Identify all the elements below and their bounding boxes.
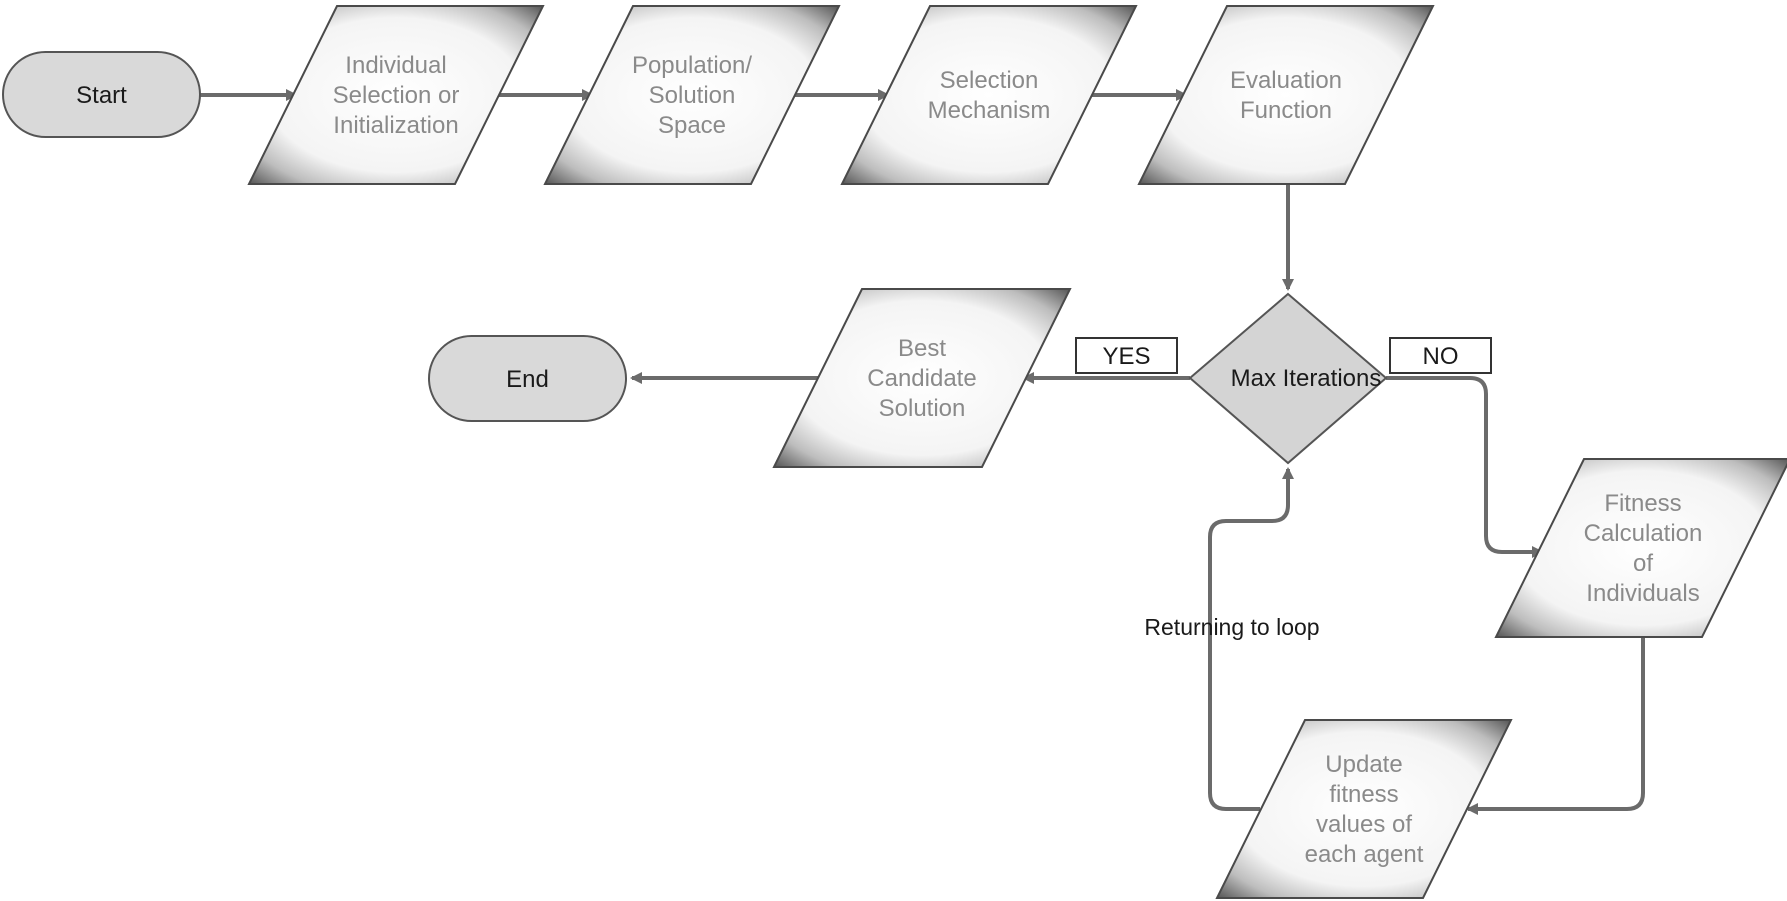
update-fitness-values-label-line: Update <box>1325 751 1402 778</box>
individual-selection-label-line: Individual <box>345 52 446 79</box>
yes-branch-label: YES <box>1075 337 1178 374</box>
no-branch-label: NO <box>1389 337 1492 374</box>
individual-selection-shape <box>247 5 545 185</box>
evaluation-function-label-line: Evaluation <box>1230 67 1342 94</box>
end-shape <box>428 335 627 422</box>
update-fitness-values-label-line: each agent <box>1305 841 1424 868</box>
update-fitness-values-shape <box>1215 719 1513 899</box>
population-solution-space-shape <box>543 5 841 185</box>
yes-label-box <box>1075 337 1178 374</box>
update-fitness-values-node: Update fitness values of each agent <box>1215 719 1513 899</box>
selection-mechanism-label-line: Selection <box>940 67 1039 94</box>
population-solution-space-label-line: Space <box>658 112 726 139</box>
fitness-calculation-label-line: Fitness <box>1604 490 1681 517</box>
end-label: End <box>506 366 549 393</box>
best-candidate-solution-label-line: Solution <box>879 395 966 422</box>
best-candidate-solution-label-line: Candidate <box>867 365 976 392</box>
start-shape <box>2 51 201 138</box>
individual-selection-label-line: Initialization <box>333 112 458 139</box>
start-label: Start <box>76 82 127 109</box>
selection-mechanism-shape <box>840 5 1138 185</box>
decision-label: Max Iterations <box>1231 365 1382 392</box>
fitness-calculation-label-line: Calculation <box>1584 520 1703 547</box>
best-candidate-solution-label-line: Best <box>898 335 946 362</box>
decision-node: Max Iterations <box>1188 292 1388 465</box>
evaluation-function-label-line: Function <box>1240 97 1332 124</box>
evaluation-function-shape <box>1137 5 1435 185</box>
yes-label-text: YES <box>1102 343 1150 370</box>
population-solution-space-label-line: Solution <box>649 82 736 109</box>
population-solution-space-label-line: Population/ <box>632 52 752 79</box>
fitness-calculation-label-line: Individuals <box>1586 580 1699 607</box>
update-fitness-values-label-line: values of <box>1316 811 1412 838</box>
update-fitness-values-label-line: fitness <box>1329 781 1398 808</box>
individual-selection-label-line: Selection or <box>333 82 460 109</box>
no-label-box <box>1389 337 1492 374</box>
no-label-text: NO <box>1423 343 1459 370</box>
start-node: Start <box>2 51 201 138</box>
decision-shape <box>1188 292 1388 465</box>
fitness-calculation-label-line: of <box>1633 550 1653 577</box>
end-node: End <box>428 335 627 422</box>
connectors <box>200 89 1645 815</box>
selection-mechanism-label-line: Mechanism <box>928 97 1051 124</box>
fitness-calculation-shape <box>1494 458 1787 638</box>
loop-label: Returning to loop <box>1144 614 1319 640</box>
arrow-fitness-calculation-to-update-fitness <box>1466 638 1645 815</box>
arrow-update-fitness-to-max-iterations <box>1208 467 1294 811</box>
arrow-max-iterations-to-fitness-calculation <box>1386 376 1544 558</box>
best-candidate-solution-shape <box>772 288 1072 468</box>
